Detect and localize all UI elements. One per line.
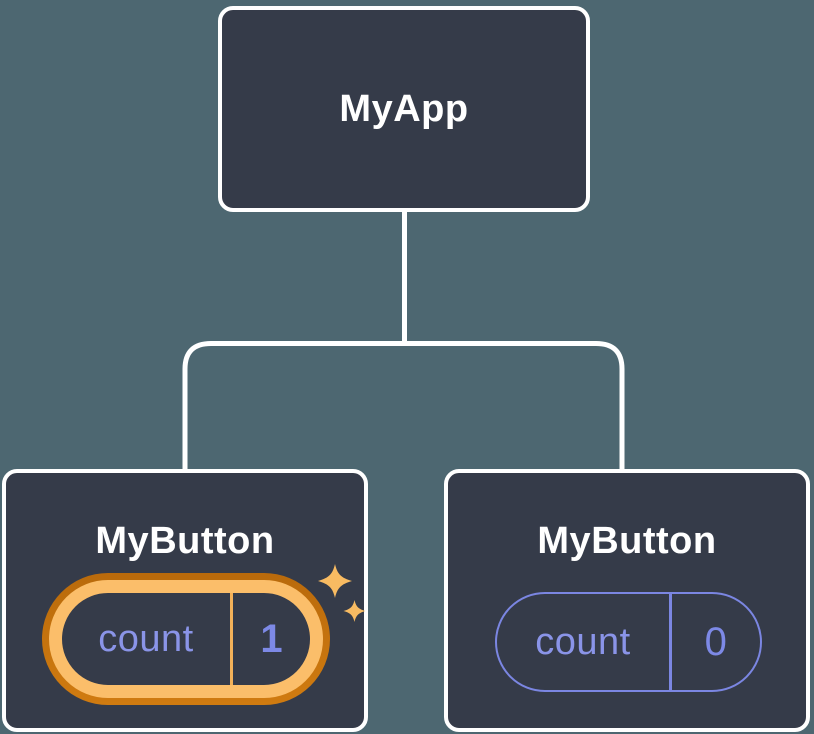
pill-divider bbox=[669, 594, 672, 690]
node-label: MyButton bbox=[537, 520, 717, 562]
state-value: 1 bbox=[260, 616, 283, 661]
connector-bracket bbox=[182, 341, 625, 471]
node-label: MyButton bbox=[95, 520, 275, 562]
node-myapp: MyApp bbox=[218, 6, 590, 212]
pill-divider bbox=[230, 593, 233, 685]
state-pill: count 0 bbox=[495, 592, 762, 692]
node-mybutton-right: MyButton count 0 bbox=[444, 469, 810, 732]
state-pill-highlighted: count 1 bbox=[42, 573, 330, 705]
state-key-label: count bbox=[535, 620, 631, 663]
state-key-label: count bbox=[98, 617, 194, 660]
state-pill-inner: count 1 bbox=[49, 580, 323, 698]
state-value: 0 bbox=[704, 619, 727, 664]
node-label: MyApp bbox=[339, 87, 469, 130]
node-mybutton-left: MyButton count 1 bbox=[2, 469, 368, 732]
